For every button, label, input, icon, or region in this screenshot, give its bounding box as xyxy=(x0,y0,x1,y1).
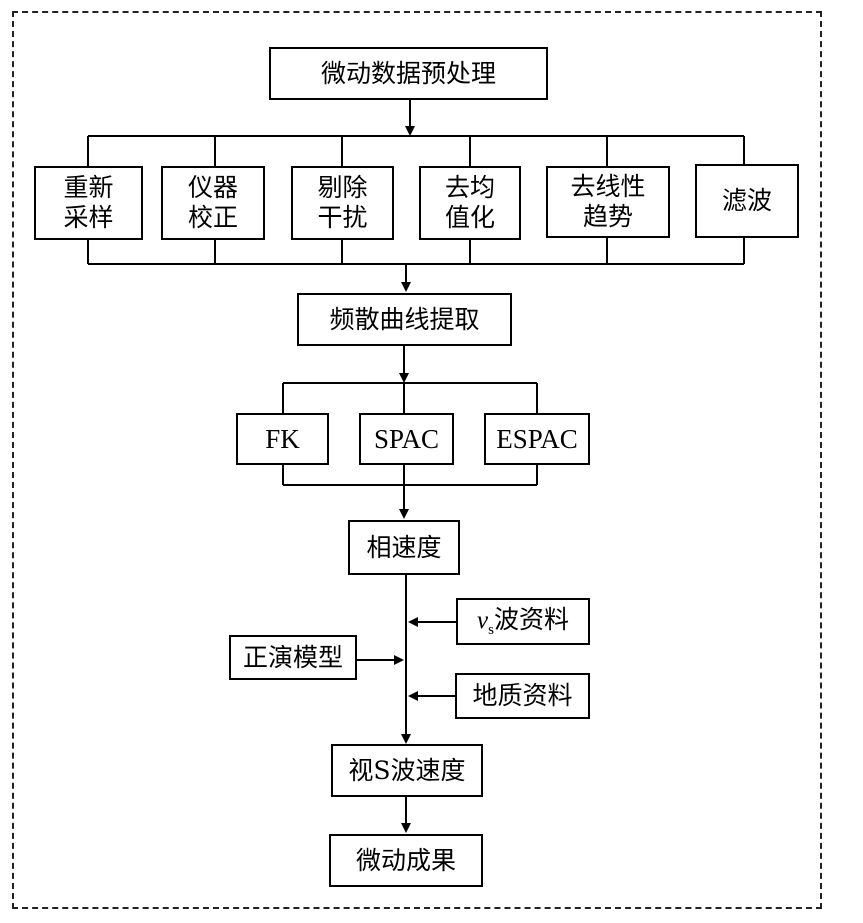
result-label: 微动成果 xyxy=(355,845,456,875)
step-label: 去均 xyxy=(444,173,495,202)
step-label: 趋势 xyxy=(582,202,633,231)
vs-text: 波资料 xyxy=(493,604,569,634)
geology-data-label: 地质资料 xyxy=(472,681,573,710)
phase-velocity-label: 相速度 xyxy=(366,532,442,562)
method-label: FK xyxy=(265,423,300,454)
step-label: 干扰 xyxy=(317,203,368,232)
preprocess-box: 微动数据预处理 xyxy=(269,47,548,100)
preprocess-label: 微动数据预处理 xyxy=(320,58,496,88)
method-label: ESPAC xyxy=(496,423,578,454)
method-label: SPAC xyxy=(373,423,440,454)
diagram-frame xyxy=(12,11,822,909)
step-demean: 去均 值化 xyxy=(419,166,521,240)
step-remove-interference: 剔除 干扰 xyxy=(291,166,394,240)
apparent-s-velocity-label: 视S波速度 xyxy=(348,755,466,785)
step-label: 滤波 xyxy=(721,186,772,215)
result-box: 微动成果 xyxy=(329,834,483,887)
step-label: 去线性 xyxy=(570,172,646,201)
phase-velocity-box: 相速度 xyxy=(348,520,460,575)
step-resample: 重新 采样 xyxy=(34,166,143,240)
step-detrend: 去线性 趋势 xyxy=(546,166,670,238)
step-label: 仪器 xyxy=(187,173,238,202)
method-fk: FK xyxy=(236,413,329,465)
geology-data-box: 地质资料 xyxy=(455,673,590,719)
extraction-label: 频散曲线提取 xyxy=(329,304,480,334)
step-label: 值化 xyxy=(444,203,495,232)
apparent-s-velocity-box: 视S波速度 xyxy=(331,744,483,797)
step-filter: 滤波 xyxy=(695,164,799,238)
step-label: 校正 xyxy=(187,203,238,232)
method-spac: SPAC xyxy=(359,413,454,465)
forward-model-label: 正演模型 xyxy=(242,642,343,672)
vs-symbol: v xyxy=(477,606,489,634)
step-label: 剔除 xyxy=(317,173,368,202)
step-label: 重新 xyxy=(63,173,114,202)
vs-data-label: vs波资料 xyxy=(477,605,569,639)
vs-subscript: s xyxy=(488,621,494,638)
step-instrument-correction: 仪器 校正 xyxy=(161,166,265,240)
step-label: 采样 xyxy=(63,203,114,232)
vs-data-box: vs波资料 xyxy=(456,598,590,645)
forward-model-box: 正演模型 xyxy=(229,635,357,680)
extraction-box: 频散曲线提取 xyxy=(297,293,512,346)
method-espac: ESPAC xyxy=(484,413,590,465)
